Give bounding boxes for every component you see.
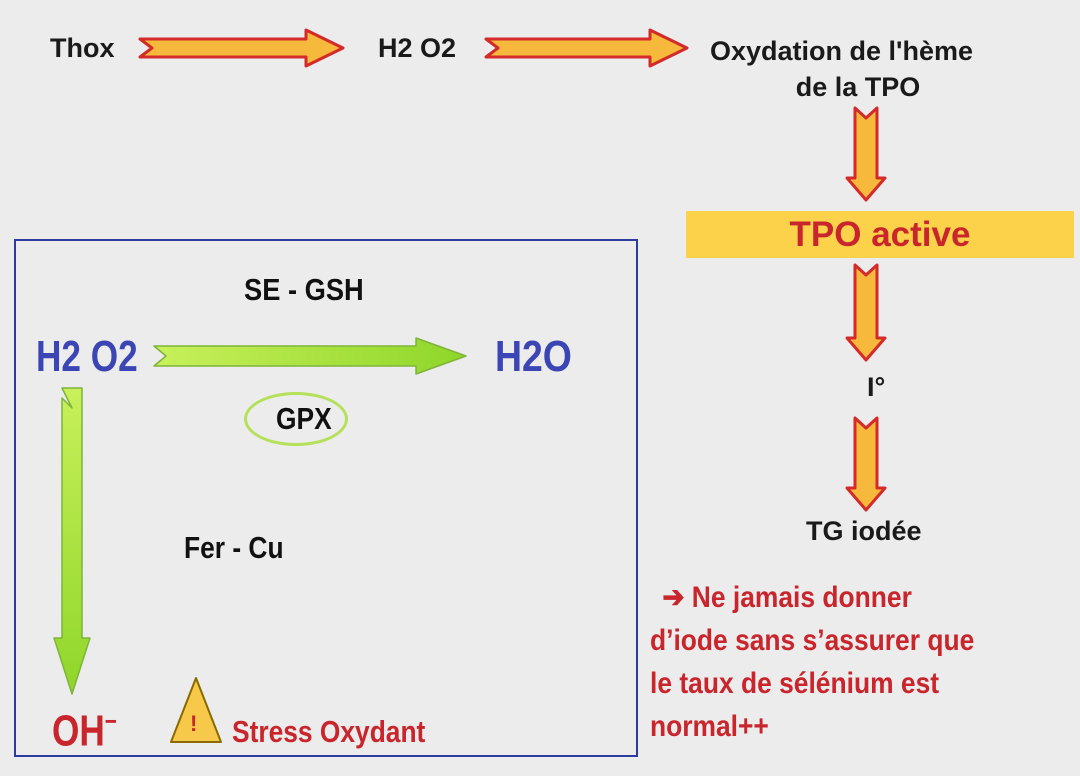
oxydation-label: Oxydation de l'hème de la TPO <box>710 33 1070 105</box>
arrow-thox-h2o2 <box>138 28 345 68</box>
se-gsh-label: SE - GSH <box>244 272 364 307</box>
note-line4: normal++ <box>650 710 769 743</box>
oh-label: OH− <box>52 706 117 757</box>
iodine-label: I° <box>867 372 886 402</box>
note-line1-text: Ne jamais donner <box>691 581 912 614</box>
selenium-note: ➔ Ne jamais donner d’iode sans s’assurer… <box>650 576 1018 748</box>
oxydation-line2: de la TPO <box>795 72 921 102</box>
oh-text: OH <box>52 706 105 756</box>
glutathione-peroxidase-box <box>14 239 638 757</box>
thox-label: Thox <box>50 33 115 63</box>
green-arrow-h2o2-h2o <box>153 337 467 375</box>
gpx-label: GPX <box>276 401 332 436</box>
arrow-oxydation-tpo <box>845 106 887 202</box>
box-h2o2-label: H2 O2 <box>36 332 138 381</box>
note-line1: ➔ Ne jamais donner <box>650 576 974 619</box>
oxydation-line1: Oxydation de l'hème <box>710 36 973 66</box>
arrow-h2o2-oxydation <box>484 28 689 68</box>
note-line3: le taux de sélénium est <box>650 667 940 700</box>
tpo-active-box: TPO active <box>686 211 1074 258</box>
warning-triangle-icon <box>170 677 222 743</box>
right-arrow-icon: ➔ <box>662 581 685 614</box>
gpx-ellipse <box>244 392 348 446</box>
oh-superscript: − <box>104 706 117 736</box>
arrow-tpo-iodine <box>845 263 887 362</box>
warning-exclamation: ! <box>190 711 198 736</box>
note-line2: d’iode sans s’assurer que <box>650 624 975 657</box>
tg-iodee-label: TG iodée <box>806 516 922 546</box>
stress-oxydant-label: Stress Oxydant <box>232 714 426 749</box>
arrow-iodine-tg <box>845 416 887 512</box>
h2o2-label: H2 O2 <box>378 33 457 63</box>
tpo-active-label: TPO active <box>789 214 971 254</box>
green-arrow-h2o2-oh <box>53 387 91 695</box>
fer-cu-label: Fer - Cu <box>184 530 284 565</box>
h2o-label: H2O <box>495 332 572 381</box>
